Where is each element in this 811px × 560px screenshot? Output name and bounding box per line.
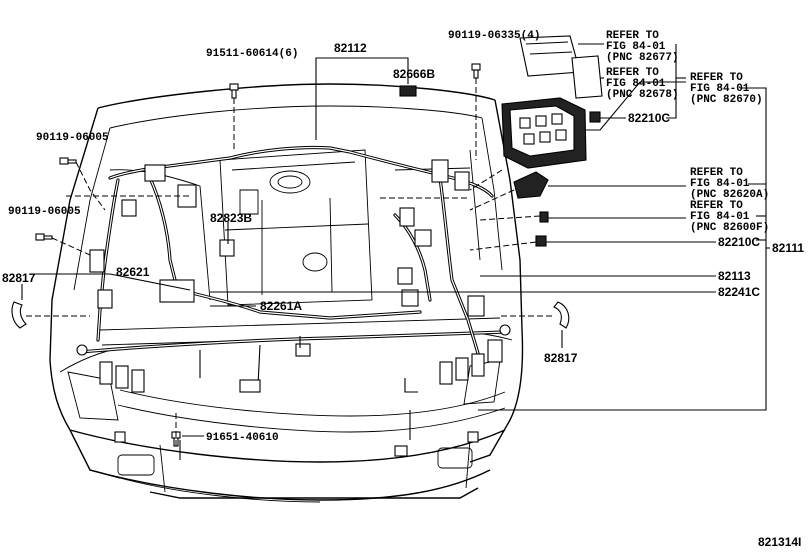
svg-text:FIG 84-01: FIG 84-01 [690, 211, 750, 223]
reference-82678: REFER TO FIG 84-01 (PNC 82678) [606, 67, 679, 101]
part-label-wire-82241c: 82241C [718, 285, 760, 299]
part-label-main-harness: 82112 [334, 41, 367, 55]
svg-text:(PNC 82620A): (PNC 82620A) [690, 189, 769, 201]
bolt-icon [59, 157, 77, 165]
part-label-relay-mid: 82210C [718, 235, 760, 249]
svg-text:FIG 84-01: FIG 84-01 [606, 41, 666, 53]
svg-text:FIG 84-01: FIG 84-01 [606, 78, 666, 90]
leader-lines [21, 43, 770, 437]
part-label-wire-82261a: 82261A [260, 299, 302, 313]
part-label-bolt-left-1: 90119-06005 [36, 132, 109, 144]
svg-text:REFER TO: REFER TO [690, 200, 743, 212]
bolt-icon [471, 63, 481, 79]
dashed-leaders [26, 78, 552, 446]
svg-text:REFER TO: REFER TO [606, 30, 659, 42]
connectors [76, 159, 511, 457]
svg-text:FIG 84-01: FIG 84-01 [690, 178, 750, 190]
clamp-icon [553, 301, 570, 329]
svg-text:(PNC 82677): (PNC 82677) [606, 52, 679, 64]
part-label-connector-b: 82666B [393, 67, 435, 81]
part-label-clamp-right: 82817 [544, 351, 578, 365]
bolt-icon [35, 233, 53, 241]
harness-main-82112-path [78, 145, 507, 460]
relay-block [399, 35, 603, 247]
svg-text:REFER TO: REFER TO [690, 72, 743, 84]
part-label-bolt-top-right: 90119-06335(4) [448, 30, 540, 42]
svg-text:(PNC 82678): (PNC 82678) [606, 89, 679, 101]
reference-82600f: REFER TO FIG 84-01 (PNC 82600F) [690, 200, 769, 234]
part-label-clamp-left: 82817 [2, 271, 36, 285]
part-label-bolt-top-left: 91511-60614(6) [206, 48, 298, 60]
clamp-icon [11, 301, 27, 329]
reference-82670: REFER TO FIG 84-01 (PNC 82670) [690, 72, 763, 106]
svg-text:FIG 84-01: FIG 84-01 [690, 83, 750, 95]
reference-82620a: REFER TO FIG 84-01 (PNC 82620A) [690, 167, 769, 201]
part-label-wire-82621: 82621 [116, 265, 150, 279]
svg-text:(PNC 82600F): (PNC 82600F) [690, 222, 769, 234]
svg-text:REFER TO: REFER TO [690, 167, 743, 179]
svg-text:(PNC 82670): (PNC 82670) [690, 94, 763, 106]
part-label-bolt-left-2: 90119-06005 [8, 206, 81, 218]
svg-text:REFER TO: REFER TO [606, 67, 659, 79]
reference-82677: REFER TO FIG 84-01 (PNC 82677) [606, 30, 679, 64]
figure-code: 821314I [758, 535, 801, 549]
part-label-wire-82113: 82113 [718, 269, 751, 283]
bolt-icon [229, 83, 239, 99]
part-label-relay-top: 82210C [628, 111, 670, 125]
part-label-wire-82823b: 82823B [210, 211, 252, 225]
part-label-wire-82111: 82111 [772, 241, 804, 255]
labels: 82112 91511-60614(6) 90119-06335(4) 8266… [2, 30, 804, 549]
part-label-bolt-bottom: 91651-40610 [206, 432, 279, 444]
